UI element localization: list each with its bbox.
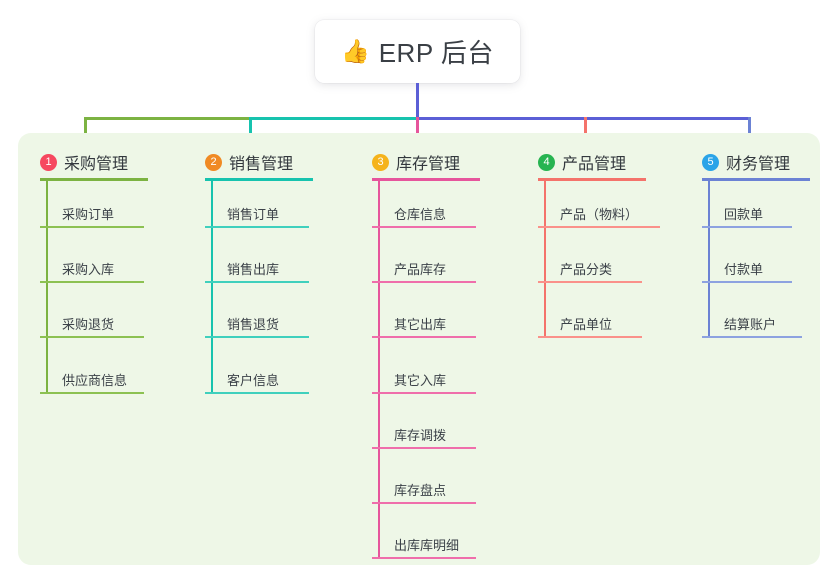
list-item-rule <box>40 226 144 228</box>
list-item-rule <box>702 336 802 338</box>
list-item-rule <box>372 502 476 504</box>
column-spine-1 <box>46 181 48 394</box>
list-item-label: 仓库信息 <box>394 207 447 222</box>
list-item[interactable]: 产品单位 <box>538 283 642 338</box>
root-node-title: ERP 后台 <box>378 38 494 68</box>
list-item[interactable]: 采购入库 <box>40 228 144 283</box>
list-item[interactable]: 产品库存 <box>372 228 476 283</box>
list-item-label: 结算账户 <box>724 317 777 332</box>
list-item[interactable]: 产品（物料） <box>538 181 660 228</box>
column-title-5: 财务管理 <box>726 156 791 173</box>
list-item-rule <box>205 281 309 283</box>
list-item-label: 采购订单 <box>62 207 115 222</box>
list-item[interactable]: 销售退货 <box>205 283 309 338</box>
list-item[interactable]: 出库库明细 <box>372 504 476 559</box>
list-item-label: 客户信息 <box>227 373 280 388</box>
list-item-label: 其它出库 <box>394 317 447 332</box>
badge-5: 5 <box>702 153 719 171</box>
list-item-label: 出库库明细 <box>394 538 460 553</box>
badge-2: 2 <box>205 153 222 171</box>
trunk-line <box>416 83 419 119</box>
list-item-label: 销售退货 <box>227 317 280 332</box>
column-header-2[interactable]: 2 销售管理 <box>205 150 293 174</box>
list-item-label: 采购退货 <box>62 317 115 332</box>
list-item-rule <box>372 336 476 338</box>
list-item-rule <box>372 447 476 449</box>
list-item[interactable]: 回款单 <box>702 181 792 228</box>
column-spine-3 <box>378 181 380 559</box>
badge-1: 1 <box>40 153 57 171</box>
list-item-label: 库存调拨 <box>394 428 447 443</box>
list-item-rule <box>372 557 476 559</box>
column-header-3[interactable]: 3 库存管理 <box>372 150 460 174</box>
list-item[interactable]: 其它出库 <box>372 283 476 338</box>
column-title-2: 销售管理 <box>229 156 294 173</box>
list-item[interactable]: 供应商信息 <box>40 338 144 394</box>
list-item[interactable]: 仓库信息 <box>372 181 476 228</box>
list-item-rule <box>702 226 792 228</box>
column-spine-2 <box>211 181 213 394</box>
list-item[interactable]: 产品分类 <box>538 228 642 283</box>
list-item-rule <box>372 226 476 228</box>
list-item-rule <box>205 226 309 228</box>
list-item-rule <box>40 336 144 338</box>
list-item-rule <box>40 392 144 394</box>
list-item-rule <box>538 226 660 228</box>
list-item-label: 产品库存 <box>394 262 447 277</box>
list-item[interactable]: 库存调拨 <box>372 394 476 449</box>
list-item-rule <box>372 281 476 283</box>
bar-teal <box>250 117 418 120</box>
column-title-4: 产品管理 <box>562 156 627 173</box>
root-node[interactable]: 👍 ERP 后台 <box>315 20 520 83</box>
list-item-rule <box>702 281 792 283</box>
badge-3: 3 <box>372 153 389 171</box>
column-rule-4 <box>538 178 646 181</box>
list-item-label: 库存盘点 <box>394 483 447 498</box>
column-rule-1 <box>40 178 148 181</box>
column-rule-3 <box>372 178 480 181</box>
list-item-label: 产品单位 <box>560 317 613 332</box>
list-item-rule <box>538 281 642 283</box>
bar-green <box>84 117 252 120</box>
bar-blue <box>416 117 750 120</box>
column-rule-5 <box>702 178 810 181</box>
list-item-rule <box>372 392 476 394</box>
list-item-rule <box>205 336 309 338</box>
list-item-label: 产品分类 <box>560 262 613 277</box>
column-spine-4 <box>544 181 546 338</box>
diagram-panel <box>18 133 820 565</box>
list-item-label: 产品（物料） <box>560 207 639 222</box>
column-header-1[interactable]: 1 采购管理 <box>40 150 128 174</box>
list-item-label: 其它入库 <box>394 373 447 388</box>
list-item[interactable]: 销售出库 <box>205 228 309 283</box>
column-header-5[interactable]: 5 财务管理 <box>702 150 790 174</box>
list-item[interactable]: 库存盘点 <box>372 449 476 504</box>
thumbs-up-icon: 👍 <box>341 38 370 64</box>
list-item[interactable]: 销售订单 <box>205 181 309 228</box>
list-item-label: 销售出库 <box>227 262 280 277</box>
list-item[interactable]: 付款单 <box>702 228 792 283</box>
list-item-label: 供应商信息 <box>62 373 128 388</box>
column-rule-2 <box>205 178 313 181</box>
list-item-label: 付款单 <box>724 262 764 277</box>
column-title-1: 采购管理 <box>64 156 129 173</box>
badge-4: 4 <box>538 153 555 171</box>
list-item[interactable]: 其它入库 <box>372 338 476 394</box>
column-title-3: 库存管理 <box>396 156 461 173</box>
list-item[interactable]: 采购退货 <box>40 283 144 338</box>
list-item[interactable]: 结算账户 <box>702 283 802 338</box>
list-item-rule <box>205 392 309 394</box>
list-item-label: 采购入库 <box>62 262 115 277</box>
column-spine-5 <box>708 181 710 338</box>
list-item[interactable]: 客户信息 <box>205 338 309 394</box>
column-header-4[interactable]: 4 产品管理 <box>538 150 626 174</box>
list-item-rule <box>40 281 144 283</box>
list-item-label: 回款单 <box>724 207 764 222</box>
list-item-label: 销售订单 <box>227 207 280 222</box>
list-item[interactable]: 采购订单 <box>40 181 144 228</box>
list-item-rule <box>538 336 642 338</box>
